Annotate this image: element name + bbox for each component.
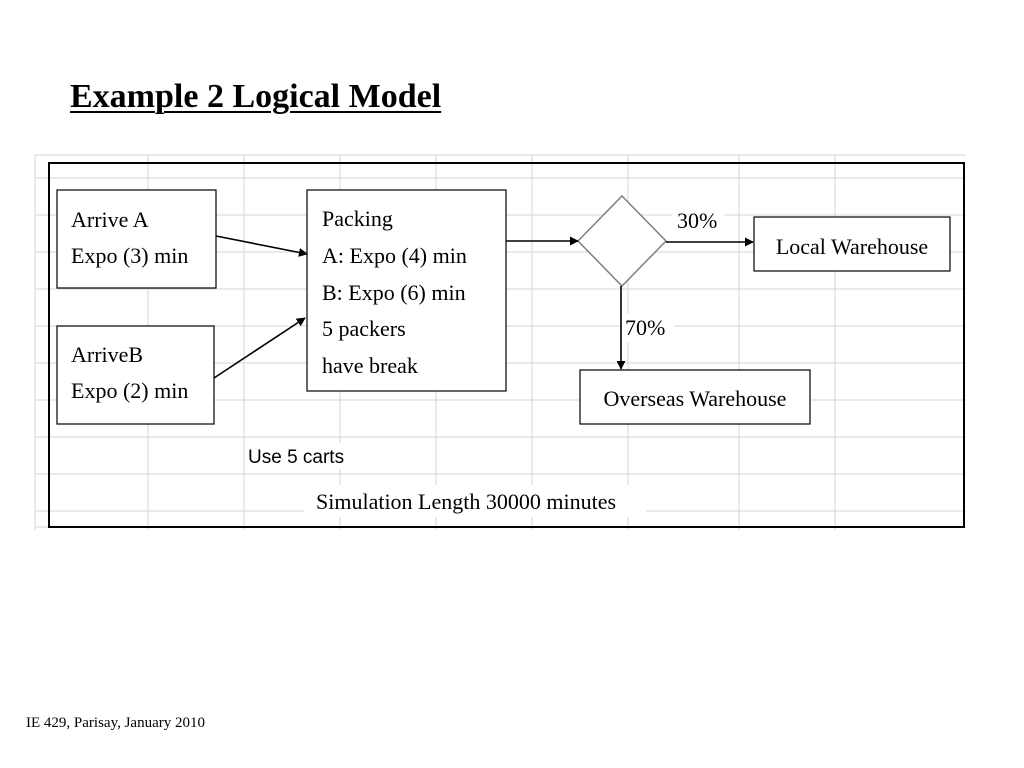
node-arrive-b: ArriveB Expo (2) min bbox=[56, 325, 215, 425]
node-arrive-a-line-1: Arrive A bbox=[71, 207, 149, 232]
node-decision-diamond bbox=[576, 194, 668, 288]
node-overseas-warehouse-label: Overseas Warehouse bbox=[604, 386, 787, 411]
node-local-warehouse: Local Warehouse bbox=[753, 216, 951, 272]
node-packing-line-1: Packing bbox=[322, 206, 393, 231]
node-overseas-warehouse: Overseas Warehouse bbox=[579, 369, 811, 425]
diagram-frame bbox=[48, 162, 965, 528]
node-packing-line-5: have break bbox=[322, 353, 418, 378]
node-arrive-a-line-2: Expo (3) min bbox=[71, 243, 188, 268]
slide-footer: IE 429, Parisay, January 2010 bbox=[26, 715, 205, 731]
node-local-warehouse-label: Local Warehouse bbox=[776, 234, 928, 259]
node-packing-line-4: 5 packers bbox=[322, 316, 406, 341]
note-carts: Use 5 carts bbox=[248, 447, 344, 468]
node-arrive-a: Arrive A Expo (3) min bbox=[56, 189, 217, 289]
edge-arrive-b-to-packing bbox=[213, 317, 306, 379]
edge-arrive-a-to-packing bbox=[215, 235, 308, 257]
node-arrive-b-line-2: Expo (2) min bbox=[71, 378, 188, 403]
node-arrive-b-line-1: ArriveB bbox=[71, 342, 143, 367]
node-packing: Packing A: Expo (4) min B: Expo (6) min … bbox=[306, 189, 507, 392]
node-packing-line-2: A: Expo (4) min bbox=[322, 243, 467, 268]
edge-label-30-percent: 30% bbox=[677, 208, 717, 233]
edge-label-70-percent: 70% bbox=[625, 315, 665, 340]
note-simulation-length: Simulation Length 30000 minutes bbox=[316, 489, 616, 514]
node-packing-line-3: B: Expo (6) min bbox=[322, 280, 466, 305]
slide-title: Example 2 Logical Model bbox=[70, 78, 442, 115]
